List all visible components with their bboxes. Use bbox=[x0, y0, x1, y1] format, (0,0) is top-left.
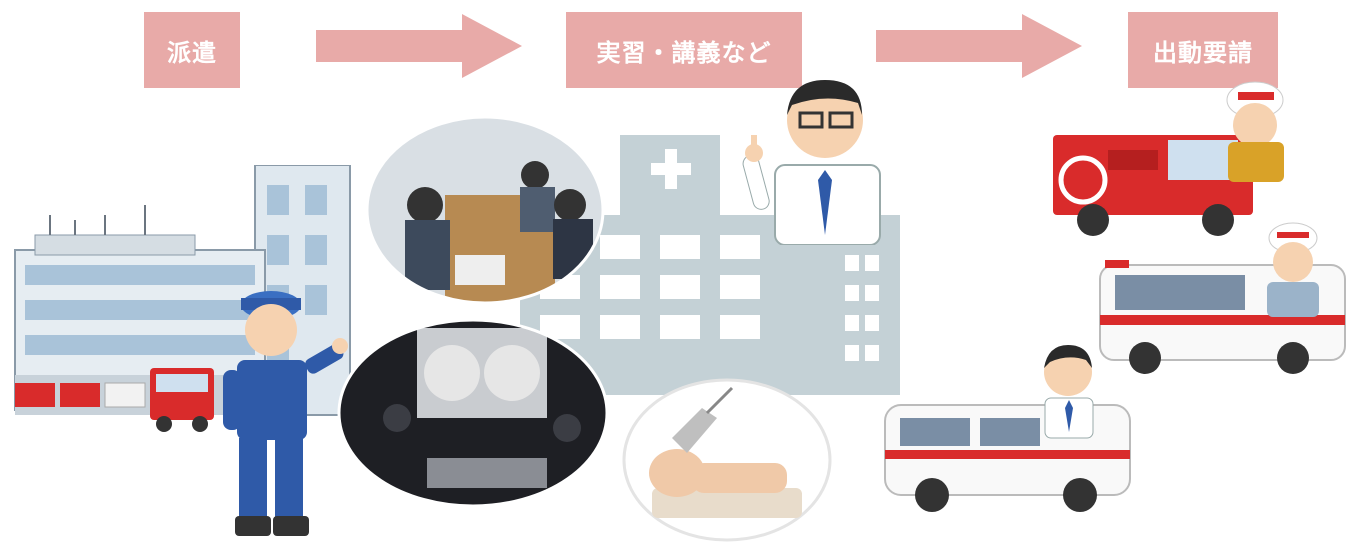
step-dispatch-request: 出動要請 bbox=[1128, 12, 1278, 88]
flow-arrow-right-icon bbox=[316, 14, 522, 78]
step-dispatch-request-label: 出動要請 bbox=[1153, 38, 1253, 67]
fire-truck-icon bbox=[150, 368, 214, 432]
training-photo bbox=[337, 318, 609, 508]
firefighter-officer-icon bbox=[223, 291, 348, 536]
step-dispatch: 派遣 bbox=[144, 12, 240, 88]
cpr-manikin-icon bbox=[622, 378, 832, 542]
lecture-photo bbox=[365, 115, 605, 305]
ambulance-icon bbox=[1099, 222, 1346, 374]
step-training: 実習・講義など bbox=[566, 12, 802, 88]
doctor-icon bbox=[742, 80, 881, 245]
flow-arrow-right-icon bbox=[876, 14, 1082, 78]
doctor-car-icon bbox=[884, 345, 1131, 512]
pump-engine-icon bbox=[1053, 81, 1284, 236]
step-dispatch-label: 派遣 bbox=[167, 38, 217, 67]
step-training-label: 実習・講義など bbox=[596, 38, 772, 67]
